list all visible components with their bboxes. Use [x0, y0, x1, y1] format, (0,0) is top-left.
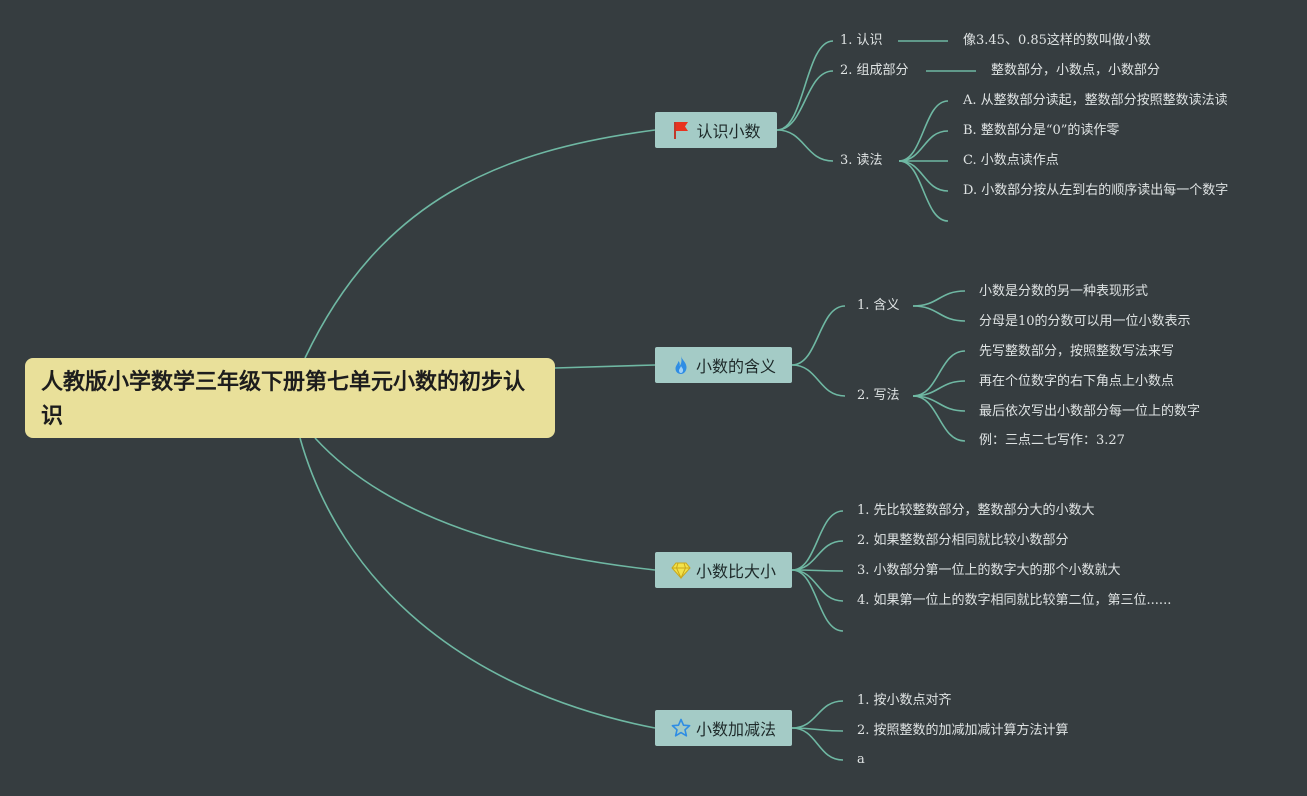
diamond-icon — [671, 560, 691, 580]
connector-line — [776, 70, 834, 131]
connector-line — [912, 290, 966, 307]
connector-line — [898, 130, 949, 162]
leaf-reading-c[interactable]: C. 小数点读作点 — [963, 153, 1059, 168]
connector-line — [791, 727, 844, 761]
leaf-writing-4[interactable]: 例：三点二七写作：3.27 — [979, 433, 1125, 448]
subtopic-meaning[interactable]: 1. 含义 — [857, 298, 900, 313]
topic-meaning-of-decimals[interactable]: 小数的含义 — [655, 347, 792, 383]
leaf-writing-3[interactable]: 最后依次写出小数部分每一位上的数字 — [979, 404, 1201, 419]
leaf-reading-a[interactable]: A. 从整数部分读起，整数部分按照整数读法读 — [963, 93, 1228, 108]
leaf-compare-1[interactable]: 1. 先比较整数部分，整数部分大的小数大 — [857, 503, 1095, 518]
root-title: 人教版小学数学三年级下册第七单元小数的初步认识 — [41, 370, 526, 429]
connector-line — [912, 395, 966, 442]
connector-line — [791, 569, 844, 632]
connector-line — [304, 129, 656, 359]
leaf-writing-1[interactable]: 先写整数部分，按照整数写法来写 — [979, 344, 1175, 359]
leaf-compare-2[interactable]: 2. 如果整数部分相同就比较小数部分 — [857, 533, 1069, 548]
leaf-components[interactable]: 整数部分，小数点，小数部分 — [991, 63, 1161, 78]
topic-recognize-decimals[interactable]: 认识小数 — [655, 112, 777, 148]
red-flag-icon — [671, 120, 691, 140]
connector-line — [898, 160, 949, 222]
connector-line — [314, 437, 656, 571]
leaf-addsub-1[interactable]: 1. 按小数点对齐 — [857, 693, 952, 708]
leaf-meaning-1[interactable]: 小数是分数的另一种表现形式 — [979, 284, 1149, 299]
subtopic-writing[interactable]: 2. 写法 — [857, 388, 900, 403]
topic-label: 小数比大小 — [695, 562, 776, 581]
leaf-definition[interactable]: 像3.45、0.85这样的数叫做小数 — [963, 33, 1151, 48]
subtopic-components[interactable]: 2. 组成部分 — [840, 63, 909, 78]
connector-line — [791, 305, 846, 366]
leaf-addsub-3[interactable]: a — [857, 752, 865, 767]
topic-add-subtract-decimals[interactable]: 小数加减法 — [655, 710, 792, 746]
connector-line — [791, 510, 844, 571]
connector-line — [776, 40, 834, 131]
topic-label: 认识小数 — [696, 122, 761, 141]
connector-line — [898, 100, 949, 162]
fire-icon — [671, 355, 691, 375]
subtopic-recognize[interactable]: 1. 认识 — [840, 33, 883, 48]
star-icon — [671, 718, 691, 738]
connector-line — [912, 305, 966, 322]
leaf-writing-2[interactable]: 再在个位数字的右下角点上小数点 — [979, 374, 1175, 389]
connector-line — [299, 437, 656, 729]
root-topic[interactable]: 人教版小学数学三年级下册第七单元小数的初步认识 — [25, 358, 555, 438]
leaf-compare-4[interactable]: 4. 如果第一位上的数字相同就比较第二位，第三位...... — [857, 593, 1172, 608]
connector-line — [791, 364, 846, 397]
leaf-reading-b[interactable]: B. 整数部分是“0”的读作零 — [963, 123, 1120, 138]
connector-line — [912, 350, 966, 397]
subtopic-reading[interactable]: 3. 读法 — [840, 153, 883, 168]
connector-line — [791, 569, 844, 602]
leaf-meaning-2[interactable]: 分母是10的分数可以用一位小数表示 — [979, 314, 1191, 329]
topic-comparing-decimals[interactable]: 小数比大小 — [655, 552, 792, 588]
leaf-reading-d[interactable]: D. 小数部分按从左到右的顺序读出每一个数字 — [963, 183, 1229, 198]
leaf-addsub-2[interactable]: 2. 按照整数的加减加减计算方法计算 — [857, 723, 1069, 738]
leaf-compare-3[interactable]: 3. 小数部分第一位上的数字大的那个小数就大 — [857, 563, 1121, 578]
connector-line — [776, 129, 834, 162]
topic-label: 小数的含义 — [695, 357, 776, 376]
connector-line — [898, 160, 949, 192]
connector-line — [791, 700, 844, 729]
connector-line — [554, 364, 656, 369]
connector-line — [791, 540, 844, 571]
topic-label: 小数加减法 — [695, 720, 776, 739]
